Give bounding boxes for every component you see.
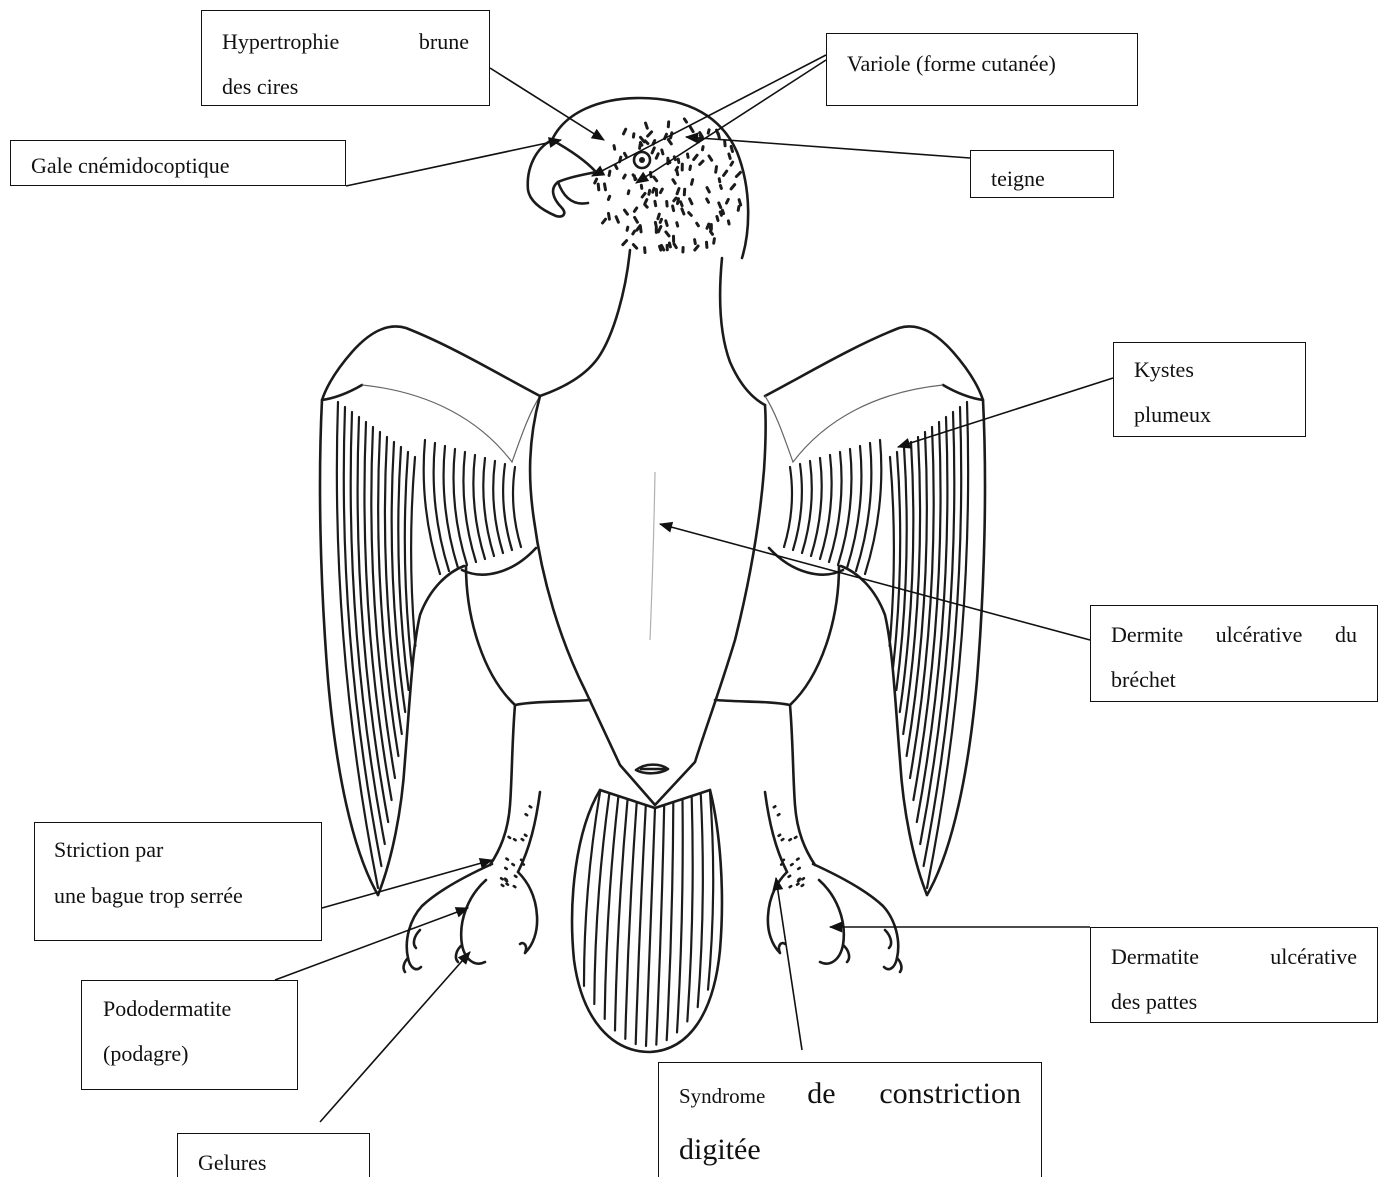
- arrow-hypertrophie: [490, 68, 604, 140]
- left-wing: [320, 326, 540, 895]
- body-outline: [530, 396, 766, 805]
- eye-pupil: [639, 157, 645, 163]
- label-hypertrophie-brune-des-cires: Hypertrophie brune des cires: [201, 10, 490, 106]
- label-dermite-ulcerative-brechet: Dermite ulcérative du bréchet: [1090, 605, 1378, 702]
- beak-lower: [558, 182, 588, 204]
- label-pododermatite: Pododermatite (podagre): [81, 980, 298, 1090]
- label-line: Hypertrophie brune: [222, 19, 469, 64]
- label-gale-cnemidocoptique: Gale cnémidocoptique: [10, 140, 346, 186]
- label-syndrome-constriction-digitee: Syndrome de constriction digitée: [658, 1062, 1042, 1177]
- tail-feathers: [584, 792, 713, 1046]
- label-line: des pattes: [1111, 979, 1357, 1024]
- label-striction-bague: Striction par une bague trop serrée: [34, 822, 322, 941]
- label-variole: Variole (forme cutanée): [826, 33, 1138, 106]
- arrow-syndrome: [776, 878, 802, 1050]
- label-line: teigne: [991, 156, 1093, 201]
- left-leg: [404, 566, 590, 972]
- label-kystes-plumeux: Kystes plumeux: [1113, 342, 1306, 437]
- arrow-gelures: [320, 952, 470, 1122]
- label-line: Variole (forme cutanée): [847, 41, 1117, 86]
- label-line: Dermite ulcérative du: [1111, 612, 1357, 657]
- label-words-large: de constriction: [807, 1077, 1021, 1110]
- label-line: une bague trop serrée: [54, 873, 301, 919]
- arrow-kystes: [898, 378, 1113, 447]
- label-gelures: Gelures: [177, 1133, 370, 1177]
- beak-upper: [528, 140, 596, 217]
- label-line: Pododermatite: [103, 986, 277, 1031]
- label-line: Syndrome de constriction: [679, 1067, 1021, 1123]
- right-wing: [765, 326, 985, 895]
- label-word-small: Syndrome: [679, 1084, 765, 1108]
- label-line: (podagre): [103, 1031, 277, 1076]
- cere-line: [552, 140, 596, 172]
- keel-line: [650, 472, 655, 640]
- label-line: Gelures: [198, 1140, 349, 1185]
- label-line: Kystes: [1134, 347, 1285, 392]
- label-line: des cires: [222, 64, 469, 109]
- neck-right: [720, 258, 765, 405]
- label-line: Striction par: [54, 827, 301, 873]
- vent: [636, 765, 668, 774]
- label-line: Gale cnémidocoptique: [31, 143, 325, 188]
- arrow-dermite-brechet: [660, 524, 1090, 640]
- label-line: Dermatite ulcérative: [1111, 934, 1357, 979]
- label-teigne: teigne: [970, 150, 1114, 198]
- neck-left: [540, 250, 630, 396]
- label-line: digitée: [679, 1123, 1021, 1177]
- label-dermatite-ulcerative-pattes: Dermatite ulcérative des pattes: [1090, 927, 1378, 1023]
- label-line: bréchet: [1111, 657, 1357, 702]
- right-leg: [715, 566, 901, 972]
- arrow-striction: [322, 860, 492, 908]
- label-line: plumeux: [1134, 392, 1285, 437]
